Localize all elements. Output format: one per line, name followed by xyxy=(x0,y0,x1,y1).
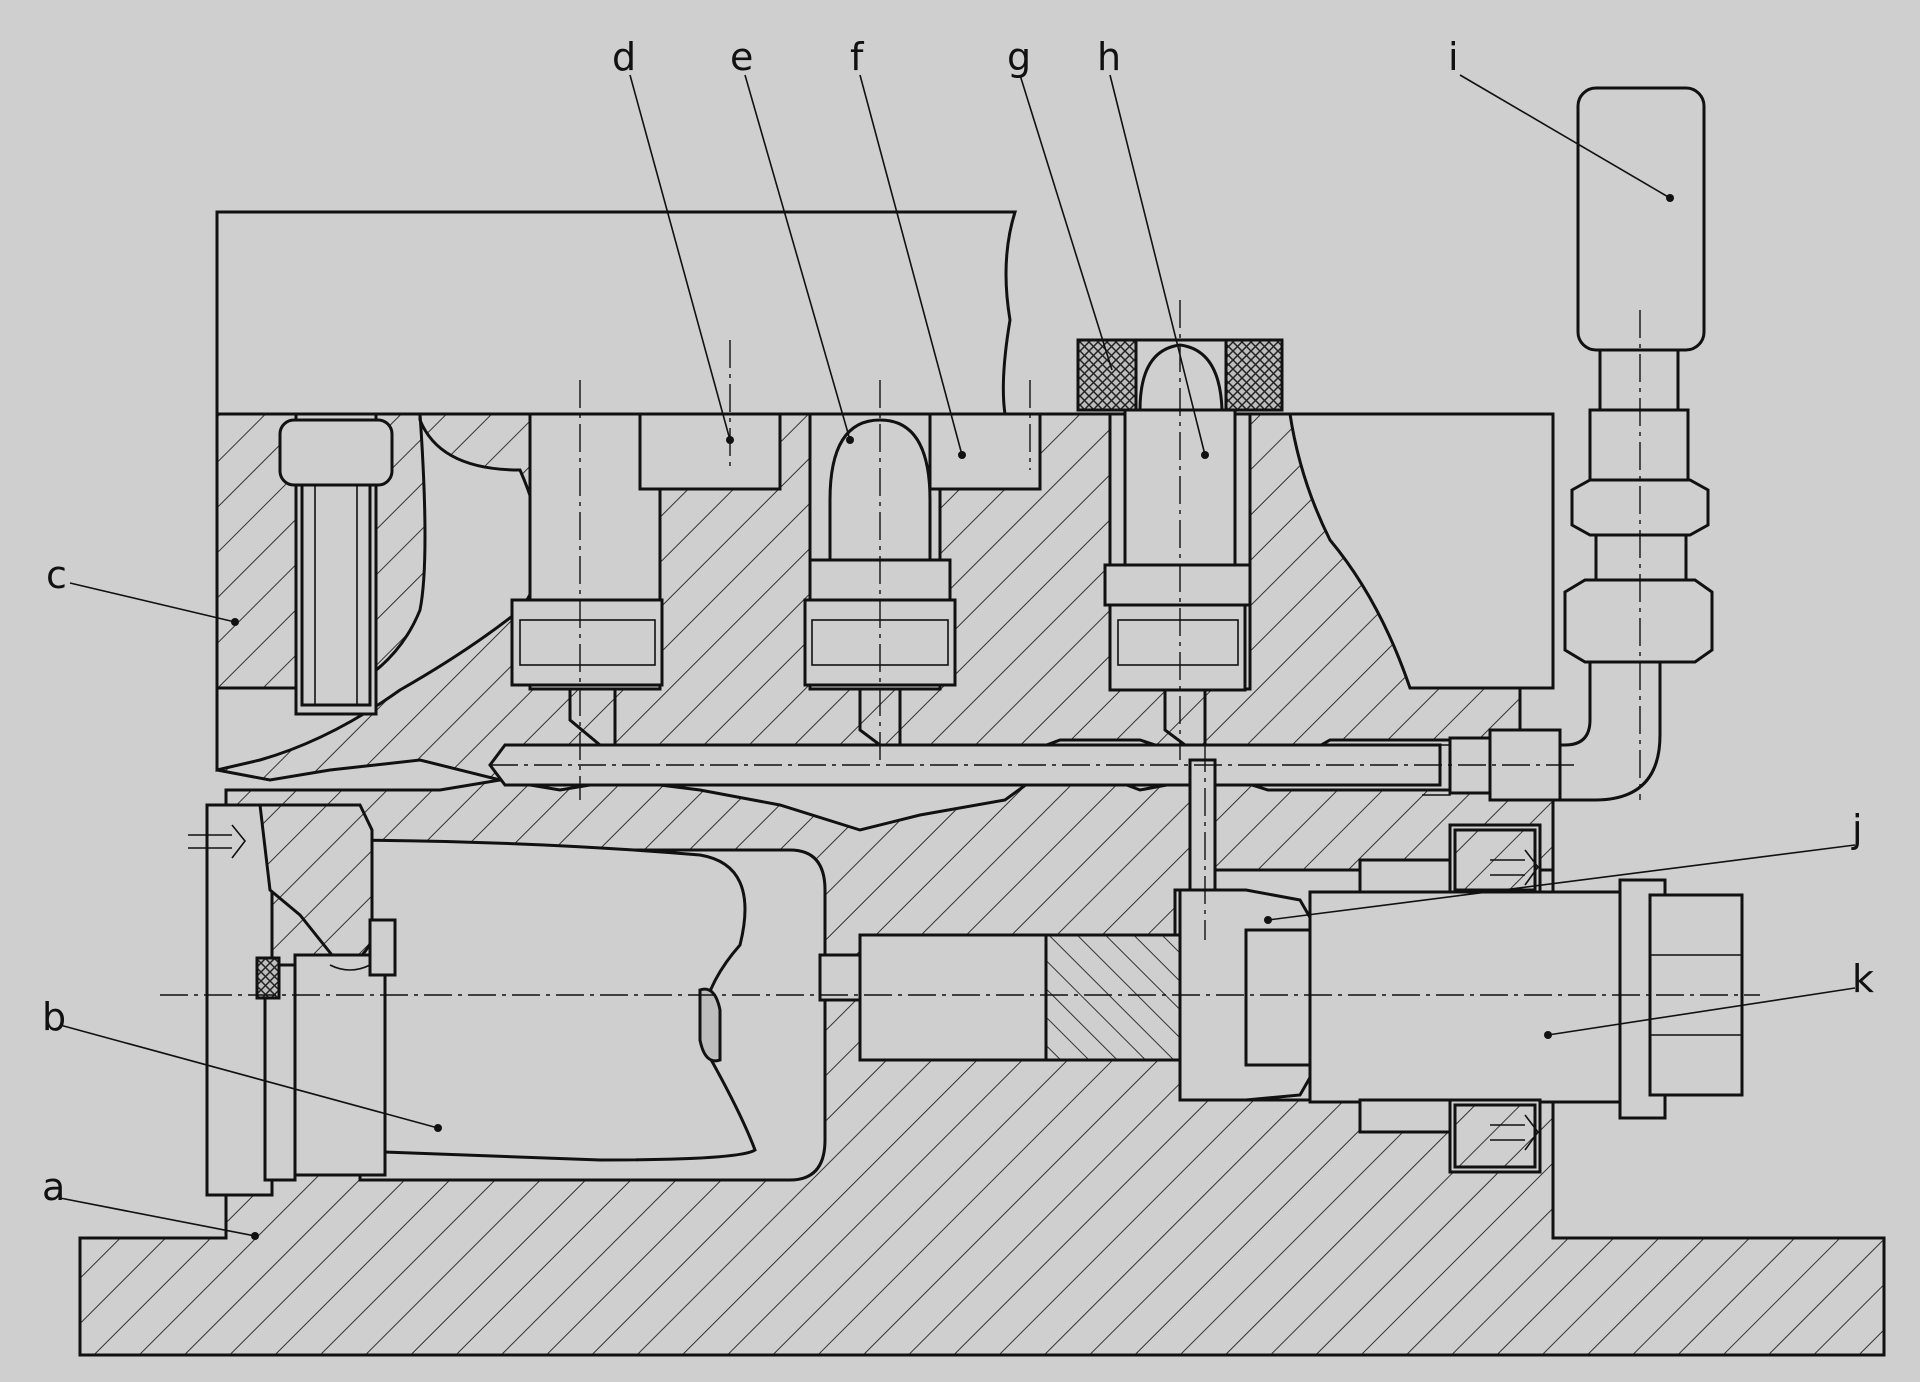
bellows xyxy=(312,828,757,1162)
dowel-screw xyxy=(278,418,394,707)
label-k: k xyxy=(1852,957,1874,1001)
seal-ring xyxy=(1076,338,1284,412)
label-h: h xyxy=(1097,35,1121,79)
adjuster-assembly xyxy=(818,823,1744,1174)
center-lines xyxy=(160,300,1760,996)
label-e: e xyxy=(730,35,753,79)
piston-left xyxy=(510,598,664,747)
top-plate xyxy=(215,210,1553,416)
label-d: d xyxy=(612,35,636,79)
label-i: i xyxy=(1448,35,1459,79)
label-j: j xyxy=(1851,807,1863,851)
label-f: f xyxy=(850,35,865,79)
label-b: b xyxy=(42,995,66,1039)
left-cover xyxy=(188,803,397,1197)
leader-lines xyxy=(59,74,1856,1240)
label-c: c xyxy=(46,553,67,597)
label-a: a xyxy=(42,1165,65,1209)
pipe-fitting xyxy=(1422,86,1714,802)
part-labels: a b c d e f g h i j k xyxy=(42,35,1874,1209)
label-g: g xyxy=(1007,35,1031,79)
